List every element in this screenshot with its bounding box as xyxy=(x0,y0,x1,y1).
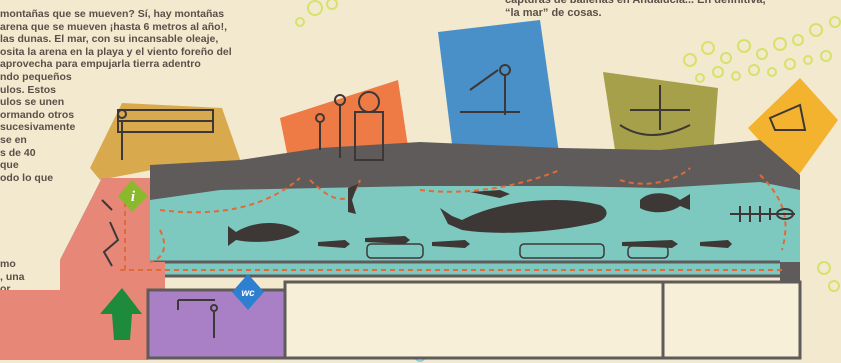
display-cases xyxy=(366,243,669,259)
intro-line: osita la arena en la playa y el viento f… xyxy=(0,45,232,58)
intro-line: arena que se mueven ¡hasta 6 metros al a… xyxy=(0,20,228,33)
corner-block xyxy=(780,262,800,282)
visitor-route xyxy=(120,167,787,271)
intro-line: s de 40 xyxy=(0,146,36,159)
room-artworks xyxy=(117,64,807,161)
intro-line: aprovecha para empujarla tierra adentro xyxy=(0,58,201,71)
intro-line: las dunas. El mar, con su incansable ole… xyxy=(0,33,219,46)
info-icon[interactable]: i xyxy=(131,189,136,205)
intro-line: se en xyxy=(0,133,27,146)
right-line: “la mar” de cosas. xyxy=(505,7,602,19)
empty-room-left[interactable] xyxy=(283,280,665,360)
wc-room[interactable] xyxy=(146,288,287,360)
intro-line: ulos. Estos xyxy=(0,83,57,96)
intro-line: odo lo que xyxy=(0,171,54,184)
wc-icon[interactable]: wc xyxy=(241,288,255,299)
whale-illustrations xyxy=(228,184,732,248)
intro-line: montañas que se mueven? Sí, hay montañas xyxy=(0,8,225,20)
intro-line: que xyxy=(0,159,19,172)
wc-marker[interactable]: wc xyxy=(232,274,264,310)
info-marker[interactable]: i xyxy=(118,180,148,212)
intro-paragraph: montañas que se mueven? Sí, hay montañas… xyxy=(0,8,232,184)
skeleton-illustration xyxy=(730,206,795,222)
upper-corridor xyxy=(150,140,800,200)
side-line: or xyxy=(0,283,11,296)
right-line: capturas de ballenas en Andalucía... En … xyxy=(505,0,766,6)
room-ochre[interactable] xyxy=(90,103,242,180)
side-line: , una xyxy=(0,270,25,283)
hall-dividers xyxy=(150,260,780,278)
intro-line: sucesivamente xyxy=(0,121,76,134)
right-paragraph: capturas de ballenas en Andalucía... En … xyxy=(505,0,766,20)
intro-line: ormando otros xyxy=(0,108,75,121)
entrance-arrow-icon[interactable] xyxy=(100,288,142,340)
room-blue[interactable] xyxy=(438,20,560,168)
entrance-marks xyxy=(101,199,218,338)
intro-line: ulos se unen xyxy=(0,96,65,109)
empty-room-right[interactable] xyxy=(661,280,802,360)
intro-line: ndo pequeños xyxy=(0,70,72,83)
side-line: mo xyxy=(0,258,16,270)
